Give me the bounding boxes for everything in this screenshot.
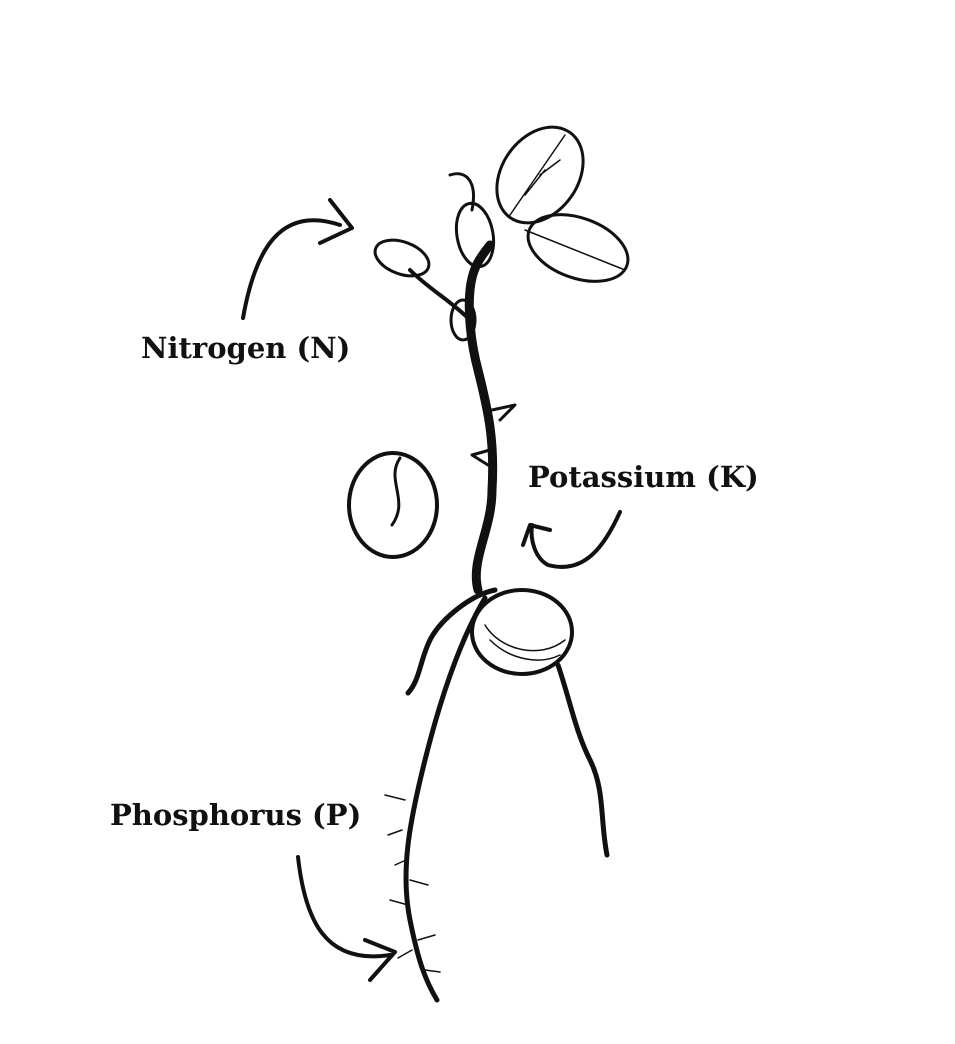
branch-left xyxy=(408,268,472,322)
seed-split xyxy=(390,456,402,527)
cotyledon-shading xyxy=(484,624,566,661)
bud-tip xyxy=(448,172,475,212)
stem xyxy=(464,240,498,595)
seed xyxy=(347,451,439,559)
stipule-leaf xyxy=(449,298,477,342)
nitrogen-label: Nitrogen (N) xyxy=(141,331,350,365)
side-root xyxy=(405,587,498,696)
potassium-label: Potassium (K) xyxy=(528,460,759,494)
root-hairs xyxy=(384,794,441,973)
cotyledon xyxy=(470,588,574,676)
right-leaf-vein xyxy=(524,229,626,271)
phosphorus-arrow xyxy=(296,855,397,982)
large-leaf xyxy=(495,125,585,225)
potassium-arrow xyxy=(521,510,622,569)
secondary-root xyxy=(555,662,610,858)
seedling-illustration xyxy=(347,125,630,1003)
small-leaf xyxy=(373,238,431,278)
nitrogen-arrow xyxy=(241,198,354,320)
large-leaf-veins xyxy=(509,134,566,216)
stipule xyxy=(470,448,492,467)
stipule xyxy=(490,403,517,422)
right-leaf xyxy=(526,213,630,283)
main-root xyxy=(403,595,488,1003)
bud-leaf xyxy=(454,201,496,269)
phosphorus-label: Phosphorus (P) xyxy=(110,798,361,832)
